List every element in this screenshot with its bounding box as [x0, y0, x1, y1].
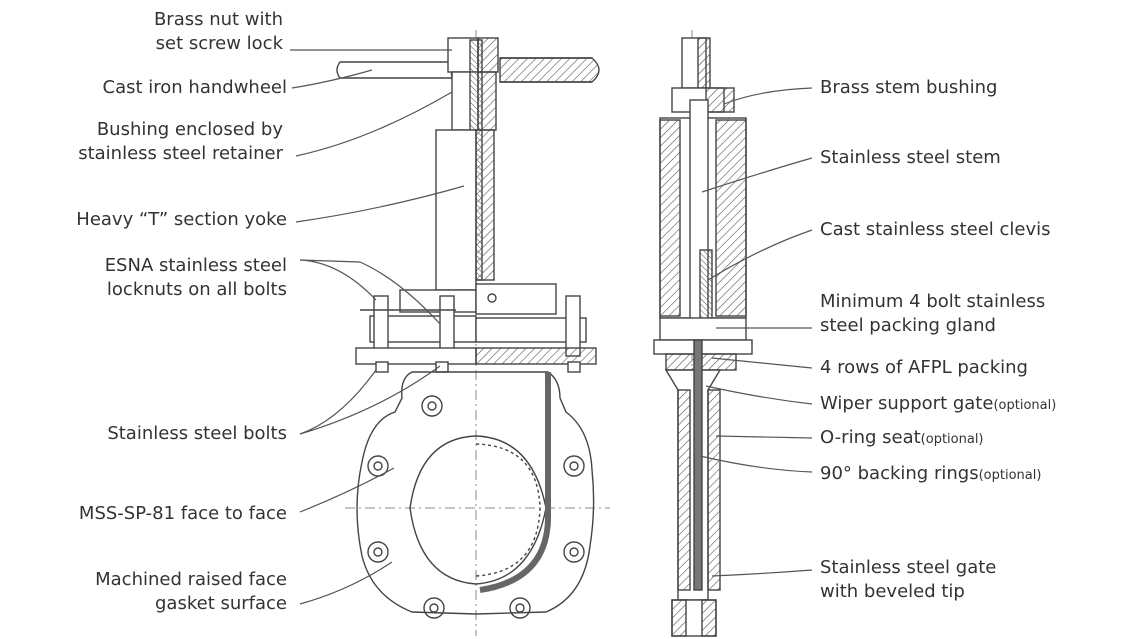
label-line: Minimum 4 bolt stainless — [820, 291, 1046, 312]
label-t-yoke: Heavy “T” section yoke — [76, 208, 287, 232]
label-line: stainless steel retainer — [78, 143, 283, 164]
label-line: gasket surface — [155, 593, 287, 614]
label-line: with beveled tip — [820, 581, 965, 602]
label-line: steel packing gland — [820, 315, 996, 336]
label-line: Cast iron handwheel — [102, 77, 287, 98]
section-view — [653, 30, 753, 637]
optional-tag: (optional) — [920, 432, 984, 447]
label-stem-bushing: Brass stem bushing — [820, 76, 997, 100]
label-raised-face: Machined raised face gasket surface — [95, 568, 287, 616]
label-text: Brass stem bushing — [820, 77, 998, 98]
label-line: Stainless steel gate — [820, 557, 997, 578]
optional-tag: (optional) — [993, 398, 1057, 413]
label-text: 90° backing rings — [820, 463, 979, 484]
label-handwheel: Cast iron handwheel — [103, 76, 287, 100]
label-line: MSS-SP-81 face to face — [78, 503, 287, 524]
label-line: Brass nut with — [153, 9, 283, 30]
label-bushing-retainer: Bushing enclosed by stainless steel reta… — [78, 118, 283, 166]
label-line: set screw lock — [155, 33, 283, 54]
label-o-ring: O-ring seat(optional) — [820, 426, 984, 452]
label-afpl-packing: 4 rows of AFPL packing — [820, 356, 1028, 380]
label-mss-sp-81: MSS-SP-81 face to face — [79, 502, 287, 526]
label-text: 4 rows of AFPL packing — [820, 357, 1028, 378]
optional-tag: (optional) — [978, 468, 1042, 483]
label-line: ESNA stainless steel — [104, 255, 287, 276]
label-line: Heavy “T” section yoke — [76, 209, 287, 230]
label-line: Stainless steel bolts — [107, 423, 287, 444]
label-wiper-support: Wiper support gate(optional) — [820, 392, 1056, 418]
label-ss-stem: Stainless steel stem — [820, 146, 1001, 170]
label-brass-nut: Brass nut with set screw lock — [154, 8, 283, 56]
label-backing-rings: 90° backing rings(optional) — [820, 462, 1041, 488]
lug-bolt-holes — [367, 395, 585, 619]
leader-lines — [290, 49, 813, 605]
label-text: O-ring seat — [820, 427, 921, 448]
label-clevis: Cast stainless steel clevis — [820, 218, 1051, 242]
label-text: Cast stainless steel clevis — [820, 219, 1051, 240]
label-line: Bushing enclosed by — [96, 119, 283, 140]
label-esna-locknuts: ESNA stainless steel locknuts on all bol… — [105, 254, 287, 302]
label-packing-gland: Minimum 4 bolt stainless steel packing g… — [820, 290, 1045, 338]
label-text: Wiper support gate — [820, 393, 994, 414]
label-ss-gate: Stainless steel gate with beveled tip — [820, 556, 996, 604]
label-text: Stainless steel stem — [820, 147, 1001, 168]
label-ss-bolts: Stainless steel bolts — [107, 422, 287, 446]
handwheel-shape — [336, 57, 600, 83]
label-line: Machined raised face — [95, 569, 287, 590]
front-view — [336, 30, 610, 636]
label-line: locknuts on all bolts — [106, 279, 287, 300]
